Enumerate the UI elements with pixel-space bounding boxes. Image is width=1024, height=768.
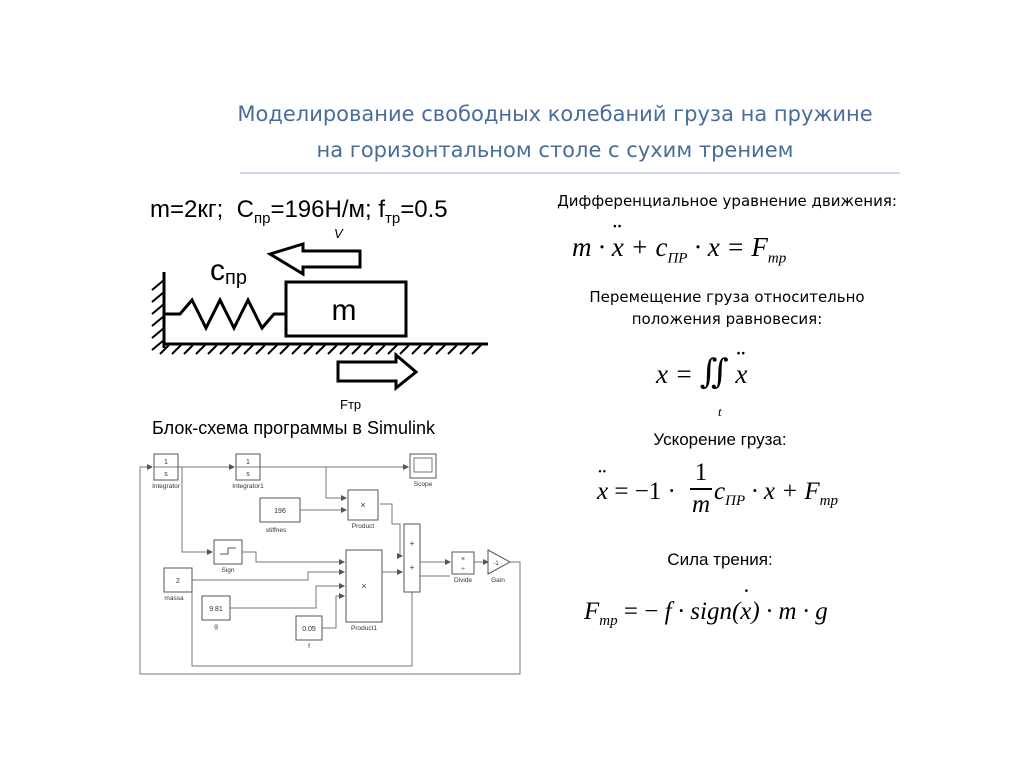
velocity-arrow xyxy=(266,241,362,277)
integrator1-den: s xyxy=(246,471,250,478)
integrator1-num: 1 xyxy=(246,459,250,466)
parameters-line: m=2кг; Спр=196Н/м; fтр=0.5 xyxy=(150,196,448,227)
stiffness-value: 196 xyxy=(274,508,286,515)
wall-hatching xyxy=(151,279,165,351)
spring-param-value: =196Н/м; xyxy=(270,196,372,223)
signal-lines xyxy=(139,464,521,675)
sum-plus-2: + xyxy=(410,563,415,572)
friction-label: Fтр xyxy=(340,397,362,412)
gain-value: -1 xyxy=(493,561,499,567)
g-block xyxy=(201,595,231,621)
integrator-label: Integrator xyxy=(152,483,181,490)
divide-label: Divide xyxy=(454,577,472,584)
motion-equation-title: Дифференциальное уравнение движения: xyxy=(557,192,897,210)
sum-plus-1: + xyxy=(410,539,415,548)
f-label: f xyxy=(308,643,310,650)
mass-param: m=2кг; xyxy=(150,196,224,223)
velocity-label: V xyxy=(334,226,343,241)
product-block xyxy=(347,489,379,521)
title-line-2: на горизонтальном столе с сухим трением xyxy=(316,138,794,162)
friction-param-value: =0.5 xyxy=(400,196,448,223)
product1-block xyxy=(345,549,383,623)
floor-hatching xyxy=(159,343,483,355)
spring-param-sub: пр xyxy=(253,209,271,227)
spring xyxy=(164,296,286,332)
g-label: g xyxy=(214,623,218,630)
friction-force-equation: Fтр = − f · sign(x˙) · m · g xyxy=(584,585,828,629)
stiffness-block xyxy=(259,497,301,523)
acceleration-title: Ускорение груза: xyxy=(653,430,787,449)
scope-label: Scope xyxy=(414,481,433,488)
title-line-1: Моделирование свободных колебаний груза … xyxy=(237,102,873,126)
f-block xyxy=(295,615,323,641)
divide-block xyxy=(451,551,475,575)
integrator-den: s xyxy=(164,471,168,478)
motion-equation: m · x¨ + cПР · x = Fтр xyxy=(572,218,787,267)
g-value: 9.81 xyxy=(209,606,223,613)
integral-subscript: t xyxy=(718,404,722,419)
simulink-caption: Блок-схема программы в Simulink xyxy=(152,418,436,438)
acceleration-equation: x¨ = −1 · xyxy=(597,465,676,505)
mass-block xyxy=(284,280,408,338)
mechanical-scheme: m спр xyxy=(151,241,488,392)
spring-label: спр xyxy=(210,254,247,289)
divide-sign: ÷ xyxy=(461,566,465,573)
gain-block xyxy=(487,549,512,575)
displacement-title-line-2: положения равновесия: xyxy=(631,310,823,328)
sum-block xyxy=(403,523,421,593)
acceleration-fraction: 1 m xyxy=(690,459,712,518)
massa-label: massa xyxy=(164,595,184,602)
displacement-title: Перемещение груза относительно положения… xyxy=(534,286,920,330)
massa-value: 2 xyxy=(176,578,180,585)
massa-block xyxy=(163,567,193,593)
gain-label: Gain xyxy=(491,577,505,584)
friction-arrow xyxy=(336,351,419,392)
slide-title: Моделирование свободных колебаний груза … xyxy=(150,96,960,168)
product-label: Product xyxy=(352,523,375,530)
stiffness-label: stiffnes xyxy=(266,527,287,534)
f-value: 0.05 xyxy=(302,626,316,633)
product1-sign: × xyxy=(361,581,366,591)
displacement-equation: x = ∬ x¨ xyxy=(656,345,748,392)
mass-label: m xyxy=(332,294,357,327)
acceleration-equation-rest: cПР · x + Fтр xyxy=(714,478,838,509)
title-divider xyxy=(240,172,900,174)
friction-param-sub: тр xyxy=(385,209,401,227)
displacement-title-line-1: Перемещение груза относительно xyxy=(589,288,865,306)
spring-param-symbol: С xyxy=(236,196,254,223)
friction-param-symbol: f xyxy=(378,196,386,223)
integrator1-label: Integrator1 xyxy=(232,483,264,490)
integrator-num: 1 xyxy=(164,459,168,466)
sign-label: Sign xyxy=(221,567,234,574)
product-sign: × xyxy=(360,500,365,510)
product1-label: Product1 xyxy=(351,625,377,632)
simulink-diagram: 1 s 1 s 196 × 2 9.81 0.05 × + + × ÷ -1 I… xyxy=(139,453,521,675)
blocks xyxy=(153,453,475,641)
friction-force-title: Сила трения: xyxy=(667,550,773,569)
divide-times: × xyxy=(461,556,465,563)
